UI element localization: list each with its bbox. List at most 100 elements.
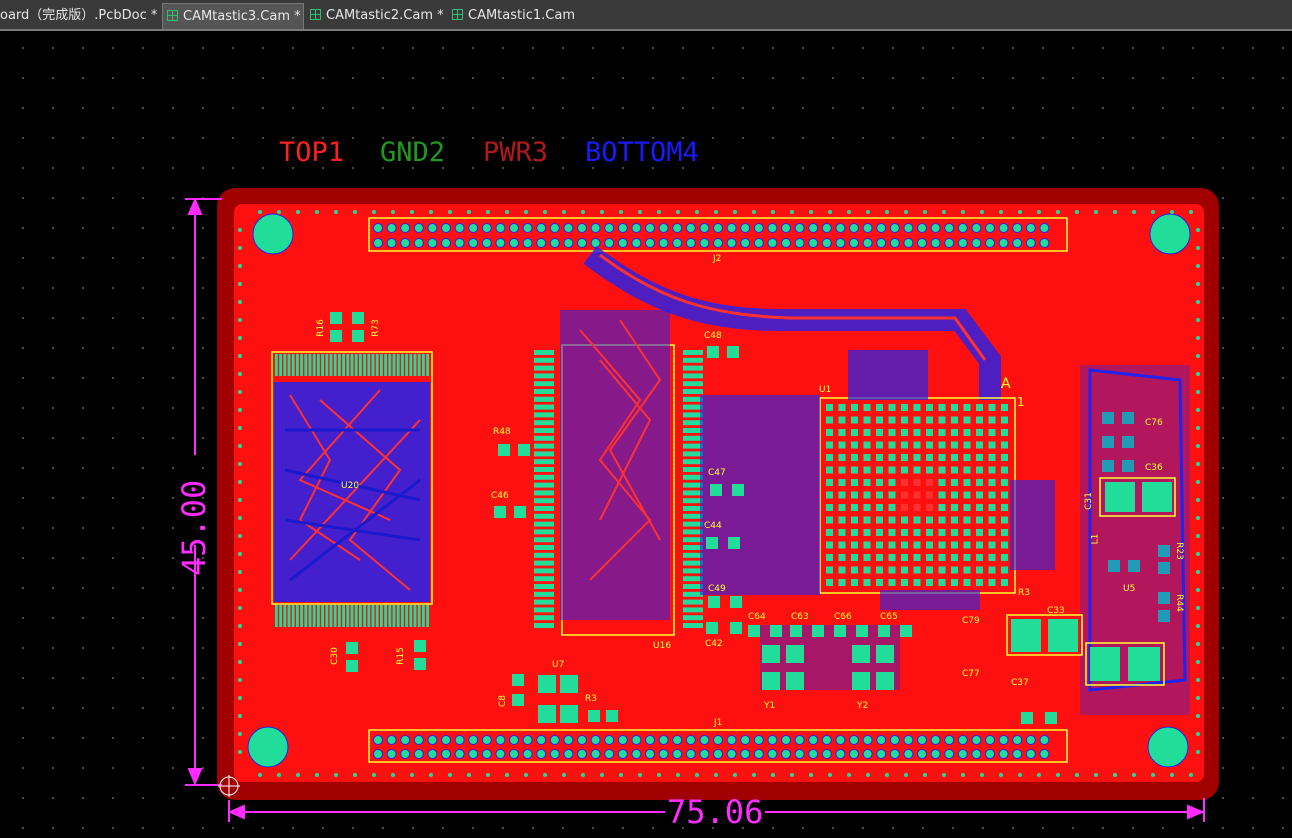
via [1094, 773, 1098, 777]
designator: C33 [1047, 606, 1065, 616]
bga-ball [888, 441, 896, 449]
header-pad [1039, 238, 1050, 248]
via [429, 773, 433, 777]
header-pad [454, 223, 465, 233]
header-pad [998, 749, 1009, 759]
header-pad [835, 238, 846, 248]
via [238, 408, 242, 412]
designator: C77 [962, 669, 980, 679]
via [315, 773, 319, 777]
chip-pin [683, 490, 703, 496]
header-pad [917, 749, 927, 759]
header-pad [400, 735, 411, 745]
chip-pin [683, 576, 703, 582]
bga-ball [1001, 579, 1008, 586]
bga-ball [926, 541, 933, 549]
bga-ball [901, 491, 908, 499]
header-pad [685, 735, 696, 745]
header-pad [400, 238, 411, 248]
via [1196, 228, 1200, 232]
via [238, 354, 242, 358]
bga-ball [951, 479, 958, 486]
via [1196, 300, 1200, 304]
chip-pin [534, 381, 554, 387]
chip-pin [683, 607, 703, 613]
via [238, 228, 242, 232]
header-pad [658, 735, 669, 745]
bga-ball [988, 466, 996, 474]
chip-pin [296, 354, 299, 376]
header-pad [685, 238, 696, 248]
bga-ball [851, 416, 858, 424]
via [657, 210, 661, 214]
header-pad [1012, 238, 1023, 248]
via [714, 773, 718, 777]
cam-view-canvas[interactable]: TOP1 GND2 PWR3 BOTTOM4 75.06 45.00 R16 R… [0, 31, 1292, 838]
via [467, 210, 471, 214]
header-pad [862, 735, 873, 745]
chip-pin [683, 560, 703, 566]
via [238, 552, 242, 556]
via [885, 773, 889, 777]
via [1196, 462, 1200, 466]
tab-pcbdoc[interactable]: oard（完成版）.PcbDoc * [0, 3, 162, 29]
chip-pin [683, 389, 703, 394]
bga-ball [838, 454, 846, 461]
bga-ball [913, 579, 921, 586]
chip-pin [384, 354, 387, 376]
designator: C64 [748, 612, 766, 622]
header-pad [590, 223, 601, 233]
bga-ball [988, 454, 996, 461]
header-pad [1025, 223, 1036, 233]
chip-pin [359, 354, 362, 376]
designator: C36 [1145, 463, 1163, 473]
dimension-width-label: 75.06 [667, 793, 764, 831]
bga-ball [913, 504, 921, 511]
tab-camtastic2[interactable]: CAMtastic2.Cam * [306, 3, 446, 29]
mounting-holes [247, 213, 1191, 768]
chip-pin [683, 623, 703, 628]
header-pad [726, 749, 737, 759]
chip-pin [417, 354, 421, 376]
chip-pin [405, 354, 408, 376]
via [980, 773, 984, 777]
bga-ball [976, 566, 983, 574]
via [942, 773, 946, 777]
bga-ball [876, 429, 883, 436]
bga-ball [988, 516, 996, 524]
tab-camtastic1[interactable]: CAMtastic1.Cam [448, 3, 588, 29]
designator: C37 [1011, 678, 1029, 688]
tab-camtastic3[interactable]: CAMtastic3.Cam * [162, 3, 304, 29]
via [1037, 210, 1041, 214]
header-pad [672, 238, 683, 248]
chip-pin [534, 428, 554, 433]
header-pad [808, 238, 819, 248]
chip-pin [534, 521, 554, 527]
header-pad [767, 735, 778, 745]
via [238, 246, 242, 250]
designator: R3 [585, 694, 597, 704]
bga-ball [926, 466, 933, 474]
bga-ball [1001, 529, 1008, 536]
designator: 1 [1017, 395, 1025, 409]
bga-ball [901, 416, 908, 424]
bga-ball [988, 429, 996, 436]
header-pad [645, 238, 655, 248]
header-pad [767, 238, 778, 248]
header-pad [726, 735, 737, 745]
header-pad [971, 223, 982, 233]
designator: C66 [834, 612, 852, 622]
designator: R23 [1173, 542, 1184, 560]
chip-pin [683, 498, 703, 504]
header-pad [753, 735, 764, 745]
chip-pin [683, 591, 703, 597]
header-pad [985, 749, 995, 759]
header-pad [971, 735, 982, 745]
bga-ball [1001, 479, 1008, 486]
via [1196, 570, 1200, 574]
bga-ball [838, 541, 846, 549]
bga-ball [951, 441, 958, 449]
tab-list-dropdown[interactable] [1272, 3, 1292, 28]
via [923, 773, 927, 777]
header-pad [713, 749, 723, 759]
